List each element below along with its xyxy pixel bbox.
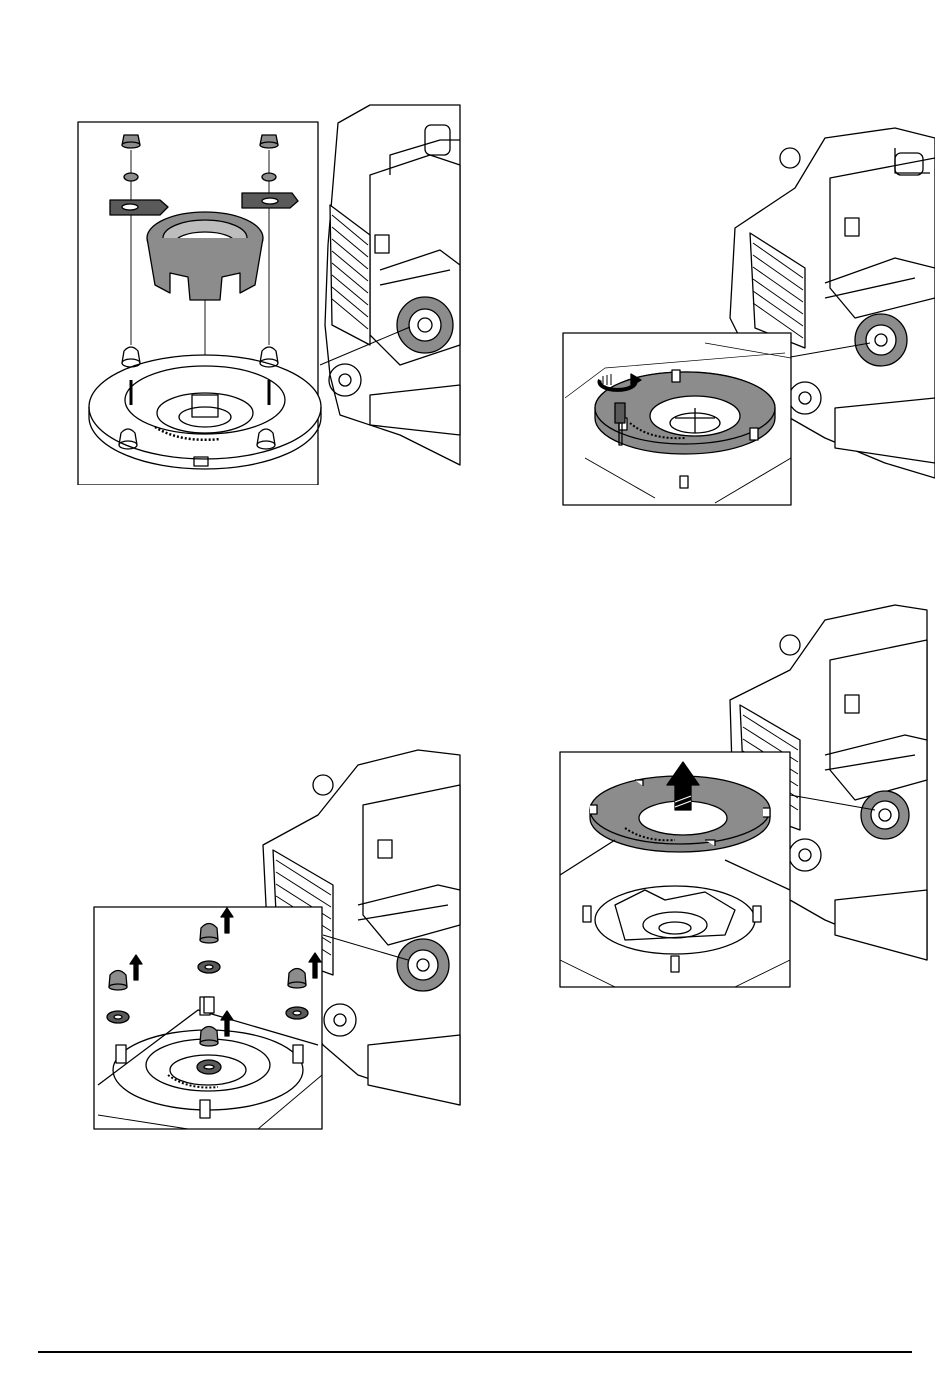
cover-cup [147, 212, 263, 300]
cap-nut-left [109, 971, 127, 991]
nut-left [122, 135, 140, 148]
spacer-pin [204, 997, 214, 1013]
figure-4-lift-flange-plate [555, 600, 935, 990]
washer-right [286, 1007, 308, 1019]
washer-left [107, 1011, 129, 1023]
washer-right [262, 173, 276, 181]
figure-3-remove-cap-nuts [88, 745, 468, 1135]
washer-top [198, 961, 220, 973]
figure-1-exploded-cover-clamps [70, 95, 470, 485]
machine-background [320, 105, 460, 465]
cap-nut-center [200, 1027, 218, 1047]
footer-rule [38, 1351, 912, 1353]
figure-2-unscrew-bolt [555, 118, 935, 513]
cap-nut-right [288, 969, 306, 989]
clamp-right [242, 193, 298, 208]
washer-left [124, 173, 138, 181]
washer-center [197, 1060, 221, 1074]
nut-right [260, 135, 278, 148]
clamp-left [110, 200, 168, 215]
cap-nut-top [200, 924, 218, 944]
